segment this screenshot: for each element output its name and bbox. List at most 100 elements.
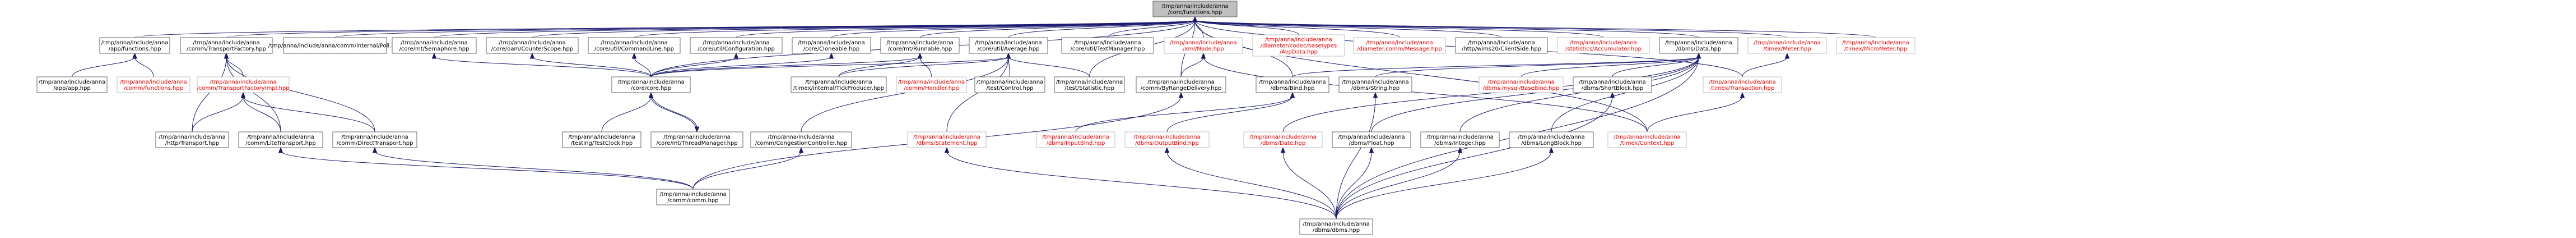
node-label-line: /tmp/anna/include/anna — [1842, 40, 1909, 46]
edge-dbms-date-to-dbms-dbms — [1280, 147, 1337, 219]
node-label-line: /dbms.mysql/BaseBind.hpp — [1483, 85, 1559, 91]
node-box — [1573, 76, 1652, 93]
node-test-control[interactable]: /tmp/anna/include/anna/test/Control.hpp — [974, 76, 1045, 93]
node-box — [656, 189, 730, 205]
node-core-mt-threadmanager[interactable]: /tmp/anna/include/anna/core/mt/ThreadMan… — [650, 131, 743, 148]
node-core-util-configuration[interactable]: /tmp/anna/include/anna/core/util/Configu… — [690, 37, 783, 54]
edge-core-util-average-to-dbms-statement — [946, 52, 1011, 132]
node-label-line: /comm/CongestionController.hpp — [755, 140, 848, 147]
edge-core-util-configuration-to-core-core — [650, 52, 739, 77]
node-box — [1243, 131, 1323, 148]
edge-dbms-bind-to-dbms-outputbind — [1166, 91, 1295, 132]
node-comm-handler[interactable]: /tmp/anna/include/anna/comm/Handler.hpp — [896, 76, 967, 93]
node-comm-congestioncontroller[interactable]: /tmp/anna/include/anna/comm/CongestionCo… — [750, 131, 852, 148]
node-app-functions[interactable]: /tmp/anna/include/anna/app/functions.hpp — [99, 37, 170, 54]
node-dbms-statement[interactable]: /tmp/anna/include/anna/dbms/Statement.hp… — [907, 131, 987, 148]
edge-dbms-float-to-dbms-dbms — [1336, 147, 1374, 219]
node-core-mt-runnable[interactable]: /tmp/anna/include/anna/core/mt/Runnable.… — [880, 37, 960, 54]
node-dbms-outputbind[interactable]: /tmp/anna/include/anna/dbms/OutputBind.h… — [1124, 131, 1210, 148]
node-label-line: /tmp/anna/include/anna — [568, 134, 635, 140]
node-core-core[interactable]: /tmp/anna/include/anna/core/core.hpp — [611, 76, 691, 93]
node-testing-testclock[interactable]: /tmp/anna/include/anna/testing/TestClock… — [562, 131, 641, 148]
node-dbms-longblock[interactable]: /tmp/anna/include/anna/dbms/LongBlock.hp… — [1509, 131, 1594, 148]
node-label-line: /timex/Transaction.hpp — [1710, 85, 1775, 91]
node-dbms-data[interactable]: /tmp/anna/include/anna/dbms/Data.hpp — [1659, 37, 1738, 54]
node-box — [1124, 131, 1210, 148]
node-box — [1747, 37, 1827, 54]
node-comm-directtransport[interactable]: /tmp/anna/include/anna/comm/DirectTransp… — [332, 131, 417, 148]
node-box — [1338, 76, 1412, 93]
node-comm-byrangedelivery[interactable]: /tmp/anna/include/anna/comm/ByRangeDeliv… — [1136, 76, 1226, 93]
edge-comm-directtransport-to-comm-comm — [372, 147, 694, 190]
node-box — [880, 37, 960, 54]
node-label-line: /dbms/Data.hpp — [1676, 46, 1721, 52]
node-comm-transportfactoryimpl[interactable]: /tmp/anna/include/anna/comm/TransportFac… — [197, 76, 290, 93]
node-box — [1036, 131, 1115, 148]
node-dbms-mysql-basebind[interactable]: /tmp/anna/include/anna/dbms.mysql/BaseBi… — [1478, 76, 1564, 93]
node-box — [1557, 37, 1650, 54]
node-label-line: /tmp/anna/include/anna — [1161, 3, 1229, 10]
node-label-line: /tmp/anna/include/anna — [601, 40, 668, 46]
node-comm-comm[interactable]: /tmp/anna/include/anna/comm/comm.hpp — [656, 189, 730, 205]
node-core-oam-counterscope[interactable]: /tmp/anna/include/anna/core/oam/CounterS… — [486, 37, 579, 54]
node-label-line: /tmp/anna/include/anna — [886, 40, 954, 46]
node-statistics-accumulator[interactable]: /tmp/anna/include/anna/statistics/Accumu… — [1557, 37, 1650, 54]
node-label-line: /core/util/Configuration.hpp — [698, 46, 775, 52]
node-dbms-bind[interactable]: /tmp/anna/include/anna/dbms/Bind.hpp — [1256, 76, 1329, 93]
node-box — [283, 37, 387, 54]
node-core-util-commandline[interactable]: /tmp/anna/include/anna/core/util/Command… — [588, 37, 681, 54]
node-dbms-inputbind[interactable]: /tmp/anna/include/anna/dbms/InputBind.hp… — [1036, 131, 1115, 148]
node-label-line: /tmp/anna/include/anna — [1614, 134, 1681, 140]
node-timex-context[interactable]: /tmp/anna/include/anna/timex/Context.hpp — [1607, 131, 1687, 148]
node-dbms-string[interactable]: /tmp/anna/include/anna/dbms/String.hpp — [1338, 76, 1412, 93]
node-http-transport[interactable]: /tmp/anna/include/anna/http/Transport.hp… — [155, 131, 229, 148]
node-dbms-date[interactable]: /tmp/anna/include/anna/dbms/Date.hpp — [1243, 131, 1323, 148]
node-core-mt-semaphore[interactable]: /tmp/anna/include/anna/core/mt/Semaphore… — [392, 37, 477, 54]
node-label-line: /core/util/CommandLine.hpp — [594, 46, 674, 52]
node-timex-transaction[interactable]: /tmp/anna/include/anna/timex/Transaction… — [1703, 76, 1782, 93]
node-label-line: /comm/TransportFactory.hpp — [187, 46, 266, 52]
node-box — [792, 37, 871, 54]
node-comm-internal-poll[interactable]: /tmp/anna/include/anna/comm/internal/Pol… — [268, 37, 402, 54]
edge-dbms-shortblock-to-dbms-dbms — [1336, 91, 1615, 219]
node-label-line: /statistics/Accumulator.hpp — [1565, 46, 1642, 52]
node-http-wims20-clientside[interactable]: /tmp/anna/include/anna/http/wims20/Clien… — [1455, 37, 1548, 54]
node-comm-litetransport[interactable]: /tmp/anna/include/anna/comm/LiteTranspor… — [238, 131, 323, 148]
edge-timex-transaction-to-timex-context — [1647, 91, 1745, 132]
node-label-line: /core/mt/ThreadManager.hpp — [656, 140, 738, 147]
node-label-line: /dbms/Integer.hpp — [1434, 140, 1486, 147]
node-box — [36, 76, 108, 93]
node-label-line: /tmp/anna/include/anna — [975, 40, 1042, 46]
node-comm-functions[interactable]: /tmp/anna/include/anna/comm/functions.hp… — [117, 76, 190, 93]
node-box — [180, 37, 273, 54]
node-core-util-average[interactable]: /tmp/anna/include/anna/core/util/Average… — [969, 37, 1048, 54]
node-dbms-integer[interactable]: /tmp/anna/include/anna/dbms/Integer.hpp — [1420, 131, 1500, 148]
node-timex-micrometer[interactable]: /tmp/anna/include/anna/timex/MicroMeter.… — [1836, 37, 1915, 54]
node-label-line: /testing/TestClock.hpp — [571, 140, 633, 147]
node-timex-internal-tickproducer[interactable]: /tmp/anna/include/anna/timex/internal/Ti… — [791, 76, 887, 93]
node-diameter-codec-avpdata[interactable]: /tmp/anna/include/anna/diameter/codec/ba… — [1252, 34, 1345, 57]
node-label-line: /core/mt/Semaphore.hpp — [399, 46, 469, 52]
node-dbms-float[interactable]: /tmp/anna/include/anna/dbms/Float.hpp — [1332, 131, 1411, 148]
node-box — [1509, 131, 1594, 148]
node-dbms-shortblock[interactable]: /tmp/anna/include/anna/dbms/ShortBlock.h… — [1573, 76, 1652, 93]
node-test-statistic[interactable]: /tmp/anna/include/anna/test/Statistic.hp… — [1054, 76, 1125, 93]
node-diameter-comm-message[interactable]: /tmp/anna/include/anna/diameter.comm/Mes… — [1353, 37, 1446, 54]
node-comm-transportfactory[interactable]: /tmp/anna/include/anna/comm/TransportFac… — [180, 37, 273, 54]
node-label-line: /core/mt/Runnable.hpp — [888, 46, 952, 52]
edge-dbms-data-to-dbms-string — [1375, 52, 1701, 77]
node-box — [969, 37, 1048, 54]
node-label-line: /tmp/anna/include/anna — [1338, 134, 1405, 140]
node-xml-node[interactable]: /tmp/anna/include/anna/xml/Node.hpp — [1164, 37, 1243, 54]
edge-dbms-bind-to-dbms-inputbind — [1075, 91, 1295, 132]
node-label-line: /tmp/anna/include/anna — [1133, 134, 1201, 140]
node-label-line: /tmp/anna/include/anna — [898, 79, 965, 85]
node-timex-meter[interactable]: /tmp/anna/include/anna/timex/Meter.hpp — [1747, 37, 1827, 54]
node-app-app[interactable]: /tmp/anna/include/anna/app/app.hpp — [36, 76, 108, 93]
node-dbms-dbms[interactable]: /tmp/anna/include/anna/dbms/dbms.hpp — [1299, 218, 1373, 235]
edge-dbms-longblock-to-dbms-dbms — [1336, 147, 1554, 219]
node-core-cloneable[interactable]: /tmp/anna/include/anna/core/Cloneable.hp… — [792, 37, 871, 54]
node-core-util-textmanager[interactable]: /tmp/anna/include/anna/core/util/TextMan… — [1061, 37, 1154, 54]
node-label-line: /tmp/anna/include/anna — [1709, 79, 1776, 85]
